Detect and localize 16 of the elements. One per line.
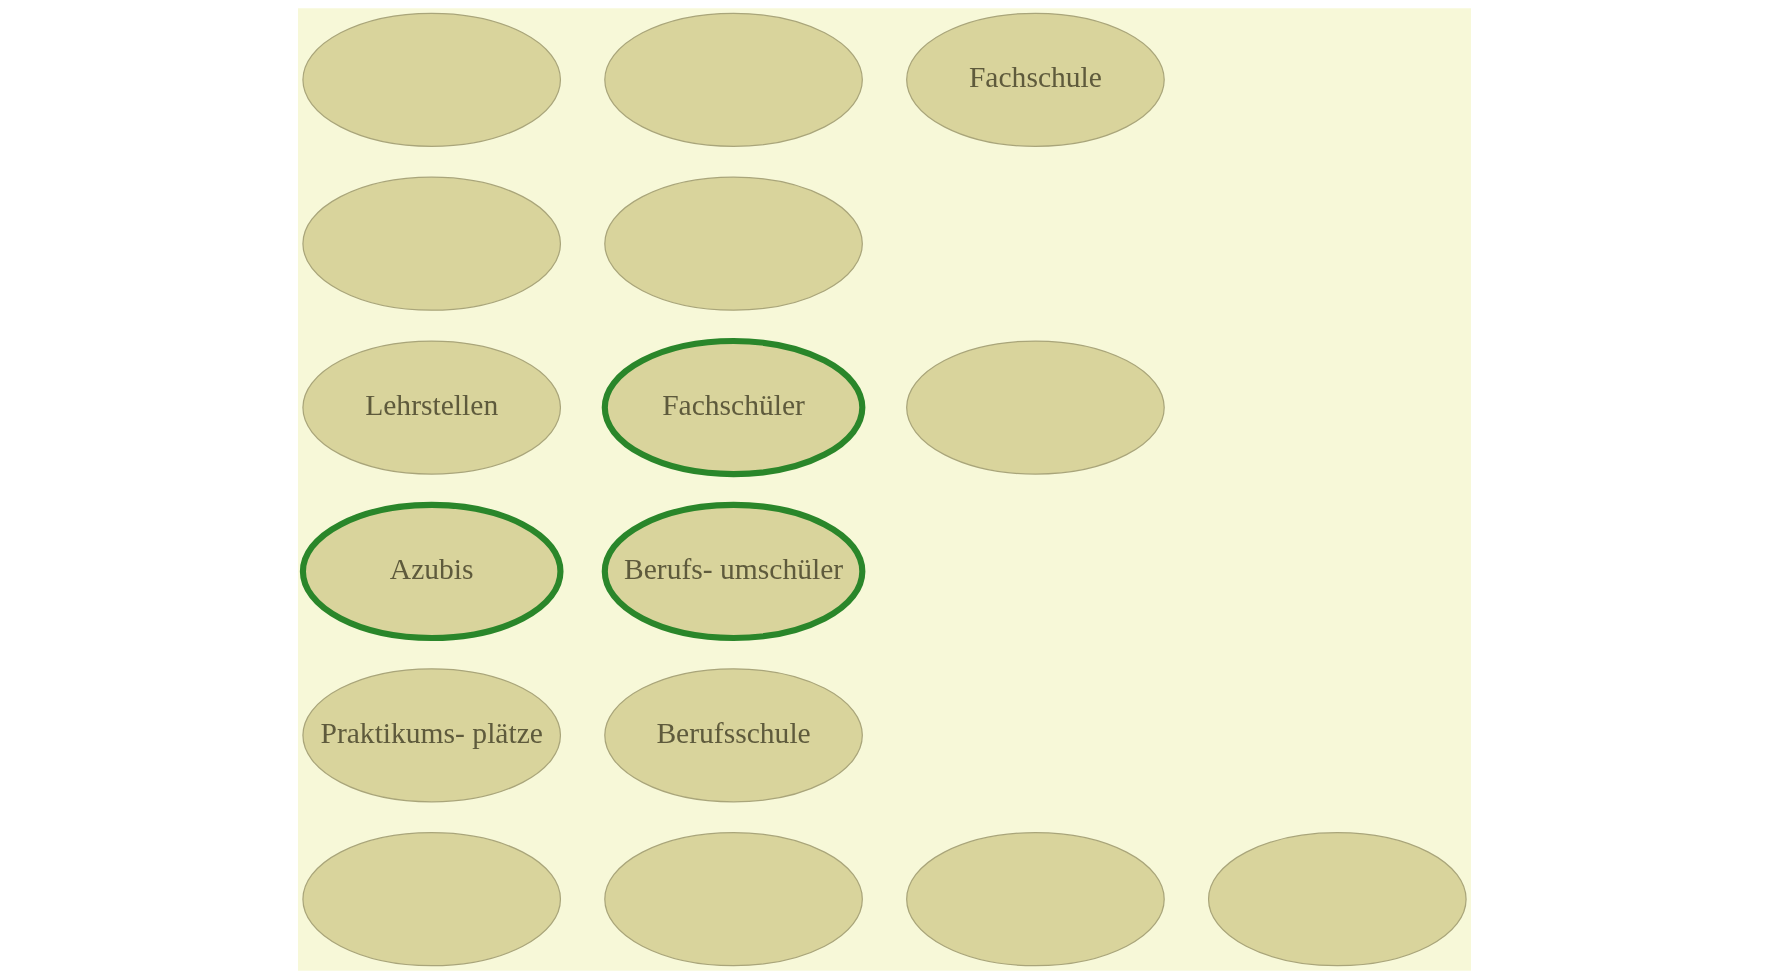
node-ellipse [302,176,562,311]
node-ellipse [604,832,863,967]
node-ellipse [604,12,863,147]
node-ellipse: Praktikums- plätze [302,668,562,803]
node-ellipse: Fachschule [906,12,1165,147]
node-ellipse [604,176,863,311]
node-ellipse: Berufsschule [604,668,863,803]
node-ellipse [906,832,1165,967]
node-ellipse [1207,832,1467,967]
node-ellipse [906,340,1165,475]
node-ellipse: Azubis [299,501,564,642]
node-ellipse [302,12,562,147]
node-ellipse: Lehrstellen [302,340,562,475]
node-ellipse [302,832,562,967]
node-ellipse: Fachschüler [601,337,866,478]
node-ellipse: Berufs- umschüler [601,501,866,642]
